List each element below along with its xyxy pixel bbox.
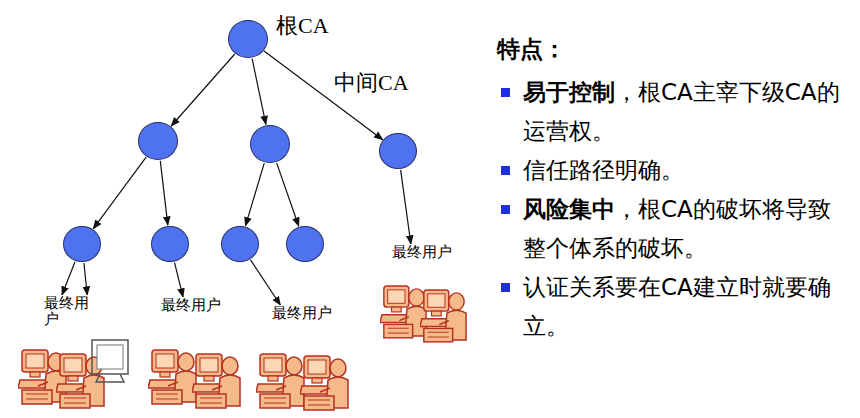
trust-arrow: [175, 263, 183, 297]
end-user: 最终用户: [44, 295, 94, 327]
ca-circle: [286, 226, 324, 262]
ca-circle: [63, 226, 101, 262]
trust-arrow: [277, 163, 299, 226]
trust-arrow: [401, 170, 411, 244]
ca-name: 中间CA: [334, 70, 409, 96]
feature-keyword: 易于控制: [523, 79, 615, 105]
ca-circle: [221, 226, 259, 262]
user-label: 最终用户: [272, 305, 332, 321]
trust-arrow: [264, 51, 383, 140]
trust-arrow: [252, 59, 266, 125]
ca-circle: 中间CA: [379, 133, 417, 169]
ca-circle: 根CA: [228, 20, 268, 58]
end-user: 最终用户: [161, 297, 221, 313]
user-computers: [18, 286, 466, 410]
user-label: 最终用户: [44, 295, 94, 327]
bullet-square: [501, 166, 510, 175]
panel-title: 特点：: [497, 30, 849, 69]
feature-item: 信任路径明确。: [497, 151, 849, 190]
trust-arrow: [62, 262, 75, 295]
feature-item: 易于控制，根CA主宰下级CA的运营权。: [497, 73, 849, 151]
feature-text: 认证关系要在CA建立时就要确立。: [523, 274, 831, 339]
trust-arrow: [251, 260, 281, 305]
trust-arrow: [160, 161, 167, 225]
ca-circle: [138, 122, 178, 160]
ca-circle: [250, 125, 290, 163]
feature-item: 认证关系要在CA建立时就要确立。: [497, 268, 849, 346]
bullet-square: [501, 88, 510, 97]
end-user: 最终用户: [392, 244, 452, 260]
end-user: 最终用户: [272, 305, 332, 321]
feature-keyword: 风险集中: [523, 196, 615, 222]
trust-arrow: [93, 157, 146, 229]
user-label: 最终用户: [392, 244, 452, 260]
bullet-square: [501, 283, 510, 292]
bullet-square: [501, 205, 510, 214]
feature-panel: 特点： 易于控制，根CA主宰下级CA的运营权。信任路径明确。风险集中，根CA的破坏…: [497, 30, 849, 346]
user-label: 最终用户: [161, 297, 221, 313]
trust-arrow: [171, 54, 235, 126]
ca-circle: [151, 226, 189, 262]
ca-name: 根CA: [276, 13, 329, 39]
trust-arrow: [84, 263, 87, 295]
feature-text: 信任路径明确。: [523, 157, 684, 183]
trust-arrow: [245, 163, 264, 226]
feature-item: 风险集中，根CA的破坏将导致整个体系的破坏。: [497, 190, 849, 268]
